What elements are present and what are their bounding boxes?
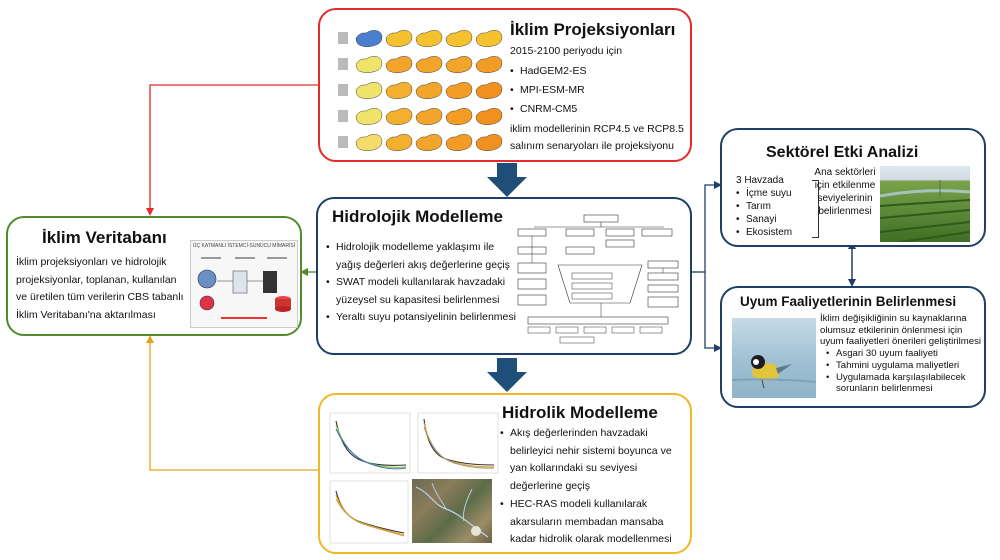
- climate-database-title: İklim Veritabanı: [42, 228, 167, 247]
- model-item: MPI-ESM-MR: [510, 81, 690, 100]
- hydrological-bullet: SWAT modeli kullanılarak havzadaki yüzey…: [326, 274, 522, 309]
- sector-bracket: [812, 180, 819, 238]
- climate-projections-title: İklim Projeksiyonları: [510, 20, 676, 39]
- projection-map-thumbnail: [355, 134, 383, 152]
- flow-duration-charts: [328, 411, 500, 547]
- down-arrow-2: [487, 358, 527, 392]
- climate-projections-box: İklim Projeksiyonları 2015-2100 periyodu…: [318, 8, 692, 162]
- projection-map-thumbnail: [475, 108, 503, 126]
- projection-row-label: [338, 84, 348, 96]
- sectoral-impact-box: Sektörel Etki Analizi 3 Havzada İçme suy…: [720, 128, 986, 247]
- hydrological-bullet: Yeraltı suyu potansiyelinin belirlenmesi: [326, 309, 522, 327]
- projection-map-thumbnail: [355, 30, 383, 48]
- projection-map-thumbnail: [385, 134, 413, 152]
- projection-map-grid: [336, 22, 508, 158]
- hydrological-modelling-box: Hidrolojik Modelleme Hidrolojik modellem…: [316, 197, 692, 355]
- projection-row-label: [338, 136, 348, 148]
- projection-map-thumbnail: [415, 134, 443, 152]
- projection-row-label: [338, 32, 348, 44]
- architecture-caption: ÜÇ KATMANLI İSTEMCİ-SUNUCU MİMARİSİ: [192, 243, 296, 249]
- projection-map-thumbnail: [385, 30, 413, 48]
- model-list: HadGEM2-ES MPI-ESM-MR CNRM-CM5: [510, 62, 690, 119]
- connector-projections-to-database: [146, 84, 318, 216]
- model-item: HadGEM2-ES: [510, 62, 690, 81]
- model-item: CNRM-CM5: [510, 100, 690, 119]
- adaptation-bullet: Asgari 30 uyum faaliyeti: [826, 348, 984, 360]
- sector-item: İçme suyu: [736, 187, 816, 200]
- irrigation-field-photo: [880, 166, 970, 242]
- projection-map-thumbnail: [415, 82, 443, 100]
- projection-map-thumbnail: [475, 56, 503, 74]
- adaptation-bullet: Tahmini uygulama maliyetleri: [826, 360, 984, 372]
- adaptation-bullets: Asgari 30 uyum faaliyeti Tahmini uygulam…: [826, 348, 984, 395]
- architecture-diagram: ÜÇ KATMANLI İSTEMCİ-SUNUCU MİMARİSİ: [190, 240, 298, 328]
- projection-description: iklim modellerinin RCP4.5 ve RCP8.5 salı…: [510, 122, 684, 152]
- climate-database-text: İklim projeksiyonları ve hidrolojik proj…: [16, 256, 184, 321]
- sector-item: Ekosistem: [736, 226, 816, 239]
- bird-photo: [732, 318, 816, 398]
- hydraulic-bullets: Akış değerlerinden havzadaki belirleyici…: [500, 425, 690, 549]
- projection-row-label: [338, 110, 348, 122]
- projection-map-thumbnail: [445, 108, 473, 126]
- hydraulic-modelling-box: Hidrolik Modelleme Akış değerlerinden ha…: [318, 393, 692, 554]
- sectoral-impact-title: Sektörel Etki Analizi: [766, 144, 919, 161]
- basin-satellite-map: [412, 479, 492, 543]
- projection-map-thumbnail: [415, 56, 443, 74]
- projection-map-thumbnail: [475, 134, 503, 152]
- projection-map-thumbnail: [355, 56, 383, 74]
- adaptation-activities-box: Uyum Faaliyetlerinin Belirlenmesi İklim …: [720, 286, 986, 408]
- adaptation-activities-title: Uyum Faaliyetlerinin Belirlenmesi: [740, 294, 957, 309]
- projection-map-thumbnail: [445, 82, 473, 100]
- projection-map-thumbnail: [385, 82, 413, 100]
- hydrological-modelling-title: Hidrolojik Modelleme: [332, 207, 503, 226]
- projection-row-label: [338, 58, 348, 70]
- hydrological-bullet: Hidrolojik modelleme yaklaşımı ile yağış…: [326, 239, 522, 274]
- projection-map-thumbnail: [475, 30, 503, 48]
- sector-list: İçme suyu Tarım Sanayi Ekosistem: [736, 187, 816, 239]
- sectoral-impact-description: Ana sektörleri için etkilenme seviyeleri…: [814, 167, 876, 217]
- sectoral-basin-count: 3 Havzada: [736, 175, 784, 186]
- hydraulic-modelling-title: Hidrolik Modelleme: [502, 403, 658, 422]
- sector-item: Sanayi: [736, 213, 816, 226]
- projection-map-thumbnail: [355, 108, 383, 126]
- projection-map-thumbnail: [355, 82, 383, 100]
- adaptation-bullet: Uygulamada karşılaşılabilecek sorunların…: [826, 372, 984, 395]
- swat-flowchart: [514, 213, 686, 347]
- projection-map-thumbnail: [415, 108, 443, 126]
- projection-map-thumbnail: [385, 56, 413, 74]
- adaptation-intro: İklim değişikliğinin su kaynaklarına olu…: [820, 313, 982, 348]
- hydraulic-bullet: HEC-RAS modeli kullanılarak akarsuların …: [500, 496, 690, 549]
- connector-hydrology-to-sectoral: [704, 181, 722, 272]
- sector-item: Tarım: [736, 200, 816, 213]
- projection-map-thumbnail: [445, 30, 473, 48]
- connector-hydraulic-to-database: [146, 335, 318, 471]
- projection-map-thumbnail: [445, 134, 473, 152]
- projection-period: 2015-2100 periyodu için: [510, 45, 623, 57]
- projection-map-thumbnail: [445, 56, 473, 74]
- down-arrow-1: [487, 163, 527, 197]
- hydraulic-bullet: Akış değerlerinden havzadaki belirleyici…: [500, 425, 690, 495]
- connector-hydrology-to-adaptation: [704, 272, 722, 352]
- projection-map-thumbnail: [475, 82, 503, 100]
- projection-map-thumbnail: [385, 108, 413, 126]
- projection-map-thumbnail: [415, 30, 443, 48]
- climate-database-box: İklim Veritabanı İklim projeksiyonları v…: [6, 216, 302, 336]
- hydrological-bullets: Hidrolojik modelleme yaklaşımı ile yağış…: [326, 239, 522, 327]
